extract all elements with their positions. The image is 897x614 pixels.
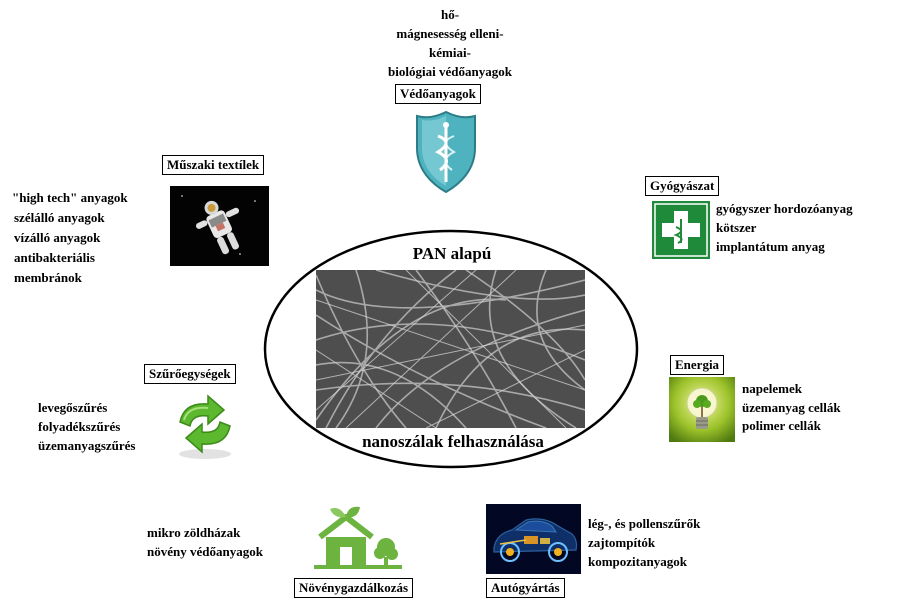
medicine-line-2: kötszer (716, 220, 757, 235)
energy-label: Energia (670, 355, 725, 375)
pharmacy-cross-icon (652, 201, 710, 259)
energy-line-2: üzemanyag cellák (742, 400, 841, 415)
technical-line-4: antibakteriális (14, 250, 95, 265)
automotive-line-2: zajtompítók (588, 535, 656, 550)
recycle-arrows-icon (179, 394, 231, 459)
agriculture-line-2: növény védőanyagok (147, 544, 263, 559)
automotive-line-1: lég-, és pollenszűrők (588, 516, 701, 531)
technical-line-3: vízálló anyagok (14, 230, 101, 245)
medicine-line-1: gyógyszer hordozóanyag (716, 201, 853, 216)
technical-line-5: membránok (14, 270, 82, 285)
xray-car-image (486, 504, 581, 574)
technical-line-1: "high tech" anyagok (12, 190, 128, 205)
agriculture-line-1: mikro zöldházak (147, 525, 241, 540)
protective-line-3: kémiai- (429, 45, 471, 60)
nanofiber-sem-image (316, 270, 585, 428)
protective-line-1: hő- (440, 7, 460, 22)
technical-label: Műszaki textílek (162, 155, 265, 175)
green-house-icon (314, 506, 402, 569)
filters-label: Szűrőegységek (144, 364, 236, 384)
technical-line-2: szélálló anyagok (14, 210, 105, 225)
medicine-label: Gyógyászat (645, 176, 720, 196)
center-title-top: PAN alapú (412, 244, 492, 263)
automotive-label: Autógyártás (486, 578, 565, 598)
filters-line-1: levegőszűrés (38, 400, 108, 415)
filters-line-2: folyadékszűrés (38, 419, 121, 434)
energy-line-3: polimer cellák (742, 418, 821, 433)
protective-label: Védőanyagok (395, 84, 481, 104)
energy-line-1: napelemek (742, 381, 802, 396)
filters-line-3: üzemanyagszűrés (38, 438, 136, 453)
medicine-line-3: implantátum anyag (716, 239, 825, 254)
lightbulb-tree-icon (669, 377, 735, 442)
astronaut-image (170, 186, 269, 266)
protective-line-4: biológiai védőanyagok (388, 64, 512, 79)
protective-line-2: mágnesesség elleni- (396, 26, 504, 41)
automotive-line-3: kompozitanyagok (588, 554, 687, 569)
center-title-bottom: nanoszálak felhasználása (362, 432, 544, 451)
shield-caduceus-icon (416, 110, 476, 194)
agriculture-label: Növénygazdálkozás (294, 578, 414, 598)
